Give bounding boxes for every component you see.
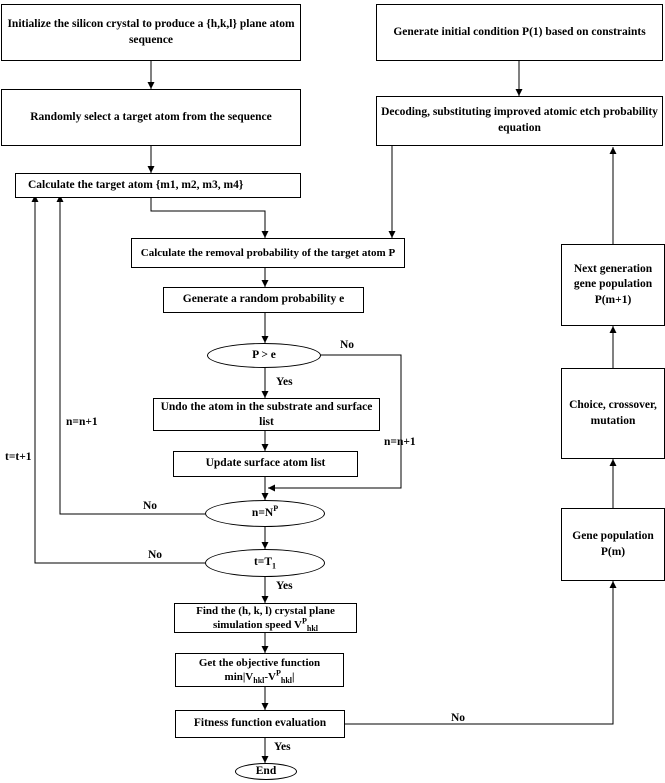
next-gen-box: Next generation gene population P(m+1) xyxy=(561,244,665,326)
decoding-box: Decoding, substituting improved atomic e… xyxy=(376,96,663,146)
end-text: End xyxy=(255,764,277,777)
p-gt-e-decision: P > e xyxy=(207,343,321,368)
label-n-incr-left: n=n+1 xyxy=(66,416,98,428)
objective-line1: Get the objective function xyxy=(198,656,321,669)
t-eq-t1-text: t=T1 xyxy=(253,556,277,571)
calc-removal-text: Calculate the removal probability of the… xyxy=(140,246,396,259)
label-t-incr: t=t+1 xyxy=(5,451,32,463)
choice-box: Choice, crossover, mutation xyxy=(561,368,665,459)
arrow-pe-no-branch xyxy=(268,354,402,492)
fitness-box: Fitness function evaluation xyxy=(175,710,345,738)
calc-target-text: Calculate the target atom {m1, m2, m3, m… xyxy=(28,178,244,191)
fitness-text: Fitness function evaluation xyxy=(193,717,327,730)
gen-initial-text: Generate initial condition P(1) based on… xyxy=(393,25,646,38)
select-atom-text: Randomly select a target atom from the s… xyxy=(30,110,272,123)
label-no-fitness: No xyxy=(451,712,466,724)
t-eq-t1-decision: t=T1 xyxy=(205,549,325,577)
undo-atom-text: Undo the atom in the substrate and surfa… xyxy=(160,400,373,428)
objective-formula: min|Vhkl-VPhkl| xyxy=(224,668,295,686)
init-crystal-box: Initialize the silicon crystal to produc… xyxy=(1,4,301,61)
choice-text: Choice, crossover, mutation xyxy=(569,398,657,427)
find-plane-text: Find the (h, k, l) crystal plane simulat… xyxy=(196,604,335,634)
label-no-p-gt-e: No xyxy=(340,339,355,351)
gen-random-text: Generate a random probability e xyxy=(182,293,345,306)
arrow-n-check-no-loop xyxy=(56,195,205,515)
p-gt-e-text: P > e xyxy=(252,348,276,361)
gen-initial-box: Generate initial condition P(1) based on… xyxy=(376,4,663,61)
end-terminal: End xyxy=(235,763,297,780)
init-crystal-text: Initialize the silicon crystal to produc… xyxy=(7,17,295,46)
calc-removal-box: Calculate the removal probability of the… xyxy=(131,238,405,268)
gene-pop-box: Gene population P(m) xyxy=(561,508,665,581)
calc-target-box: Calculate the target atom {m1, m2, m3, m… xyxy=(15,173,301,198)
n-eq-np-text: n=NP xyxy=(251,503,279,519)
update-surface-text: Update surface atom list xyxy=(205,457,326,470)
find-plane-box: Find the (h, k, l) crystal plane simulat… xyxy=(174,603,357,633)
gene-pop-text: Gene population P(m) xyxy=(572,529,654,558)
select-atom-box: Randomly select a target atom from the s… xyxy=(1,89,301,146)
label-yes-fitness: Yes xyxy=(274,741,291,753)
arrow-t-check-no-loop xyxy=(31,195,205,564)
gen-random-box: Generate a random probability e xyxy=(163,287,364,313)
decoding-text: Decoding, substituting improved atomic e… xyxy=(381,106,658,134)
label-no-t-check: No xyxy=(148,549,163,561)
n-eq-np-decision: n=NP xyxy=(205,500,325,527)
label-yes-t-check: Yes xyxy=(276,580,293,592)
update-surface-box: Update surface atom list xyxy=(173,451,358,477)
arrow-fitness-no-to-gene-pop xyxy=(345,581,617,725)
next-gen-text: Next generation gene population P(m+1) xyxy=(573,262,653,306)
arrow-calc-target-to-removal xyxy=(150,198,269,238)
objective-box: Get the objective function min|Vhkl-VPhk… xyxy=(175,653,344,687)
label-no-n-check: No xyxy=(143,500,158,512)
label-yes-p-gt-e: Yes xyxy=(276,376,293,388)
undo-atom-box: Undo the atom in the substrate and surfa… xyxy=(153,398,380,431)
label-n-incr-right: n=n+1 xyxy=(384,436,416,448)
